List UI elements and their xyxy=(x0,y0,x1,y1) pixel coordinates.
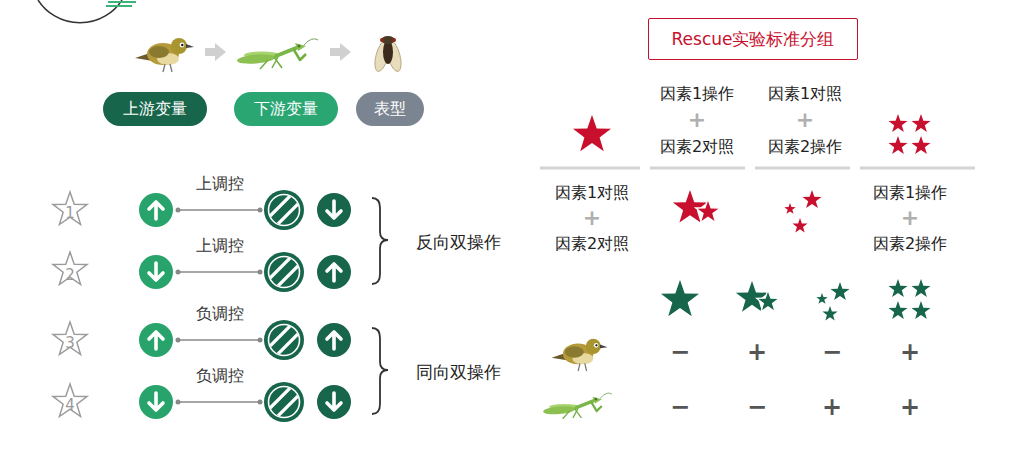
plus-sign: + xyxy=(688,107,706,133)
relation-label: 上调控 xyxy=(196,174,244,193)
relation-label: 负调控 xyxy=(196,304,244,323)
table-cell: − xyxy=(747,393,767,422)
node-text: 下游变量 xyxy=(254,99,318,120)
node-text: Rescue实验标准分组 xyxy=(672,28,835,51)
relation-label: 负调控 xyxy=(196,366,244,385)
column-header: 因素2操作 xyxy=(768,137,842,156)
phenotype-pill: 表型 xyxy=(356,92,424,126)
title-box: Rescue实验标准分组 xyxy=(648,18,858,60)
group-label: 同向双操作 xyxy=(416,362,501,382)
column-header: 因素2对照 xyxy=(660,137,734,156)
plus-sign: + xyxy=(901,205,919,231)
relation-label: 上调控 xyxy=(196,236,244,255)
variable-pill: 下游变量 xyxy=(234,92,338,126)
table-cell: + xyxy=(900,393,920,422)
row-header: 因素2对照 xyxy=(555,234,629,253)
column-header: 因素1操作 xyxy=(660,84,734,103)
table-cell: + xyxy=(747,338,767,367)
callout-number: 3 xyxy=(65,334,75,352)
row-header: 因素2操作 xyxy=(873,234,947,253)
group-label: 反向双操作 xyxy=(416,232,501,252)
plus-sign: + xyxy=(796,107,814,133)
column-header: 因素1对照 xyxy=(768,84,842,103)
plus-sign: + xyxy=(583,205,601,231)
variable-pill: 上游变量 xyxy=(103,92,207,126)
node-text: 上游变量 xyxy=(123,99,187,120)
table-cell: − xyxy=(822,338,842,367)
callout-number: 1 xyxy=(65,204,75,222)
table-cell: − xyxy=(670,338,690,367)
node-text: 表型 xyxy=(374,99,406,120)
table-cell: + xyxy=(822,393,842,422)
table-cell: − xyxy=(670,393,690,422)
callout-number: 4 xyxy=(65,396,75,414)
row-header: 因素1对照 xyxy=(555,183,629,202)
callout-number: 2 xyxy=(65,266,75,284)
row-header: 因素1操作 xyxy=(873,183,947,202)
table-cell: + xyxy=(900,338,920,367)
